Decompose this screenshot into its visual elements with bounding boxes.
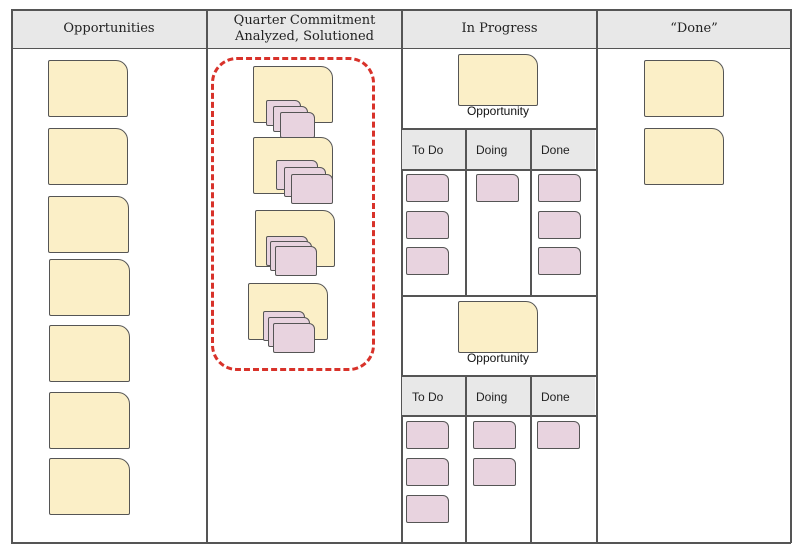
column-title: Opportunities xyxy=(63,21,155,36)
opportunity-card[interactable] xyxy=(49,259,130,316)
task-card[interactable] xyxy=(537,421,580,449)
column-header-opportunities: Opportunities xyxy=(11,10,207,49)
task-card[interactable] xyxy=(538,174,581,202)
swimlane-divider xyxy=(401,375,597,377)
swimlane-divider xyxy=(401,128,597,130)
sub-column-header-todo: To Do xyxy=(402,377,465,416)
column-divider xyxy=(206,9,208,543)
opportunity-card[interactable] xyxy=(48,196,129,253)
task-card[interactable] xyxy=(280,112,315,138)
column-title: In Progress xyxy=(461,21,538,36)
board-right-border xyxy=(790,9,792,543)
task-card[interactable] xyxy=(406,247,449,275)
task-card[interactable] xyxy=(406,211,449,239)
column-title: “Done” xyxy=(670,21,718,36)
task-card[interactable] xyxy=(406,495,449,523)
task-card[interactable] xyxy=(538,211,581,239)
sub-column-divider xyxy=(465,128,467,296)
sub-column-header-doing: Doing xyxy=(466,130,530,169)
opportunity-label: Opportunity xyxy=(466,351,530,365)
opportunity-card[interactable] xyxy=(49,458,130,515)
sub-column-header-done: Done xyxy=(531,377,595,416)
sub-column-divider xyxy=(530,375,532,543)
opportunity-card[interactable] xyxy=(458,301,538,353)
opportunity-card[interactable] xyxy=(49,325,130,382)
sub-header-divider xyxy=(401,169,597,171)
swimlane-divider xyxy=(401,295,597,297)
task-card[interactable] xyxy=(538,247,581,275)
board-left-border xyxy=(11,9,13,543)
task-card[interactable] xyxy=(406,174,449,202)
column-header-in-progress: In Progress xyxy=(402,10,597,49)
sub-column-header-doing: Doing xyxy=(466,377,530,416)
task-card[interactable] xyxy=(406,421,449,449)
opportunity-card[interactable] xyxy=(48,128,128,185)
opportunity-card[interactable] xyxy=(644,128,724,185)
sub-header-divider xyxy=(401,415,597,417)
opportunity-card[interactable] xyxy=(48,60,128,117)
opportunity-label: Opportunity xyxy=(466,104,530,118)
column-header-done: “Done” xyxy=(597,10,791,49)
opportunity-card[interactable] xyxy=(49,392,130,449)
column-divider xyxy=(596,9,598,543)
quarter-commitment-outline xyxy=(211,57,375,371)
task-card[interactable] xyxy=(473,421,516,449)
task-card[interactable] xyxy=(406,458,449,486)
sub-column-divider xyxy=(465,375,467,543)
task-card[interactable] xyxy=(275,246,317,276)
task-card[interactable] xyxy=(476,174,519,202)
sub-column-divider xyxy=(530,128,532,296)
opportunity-card[interactable] xyxy=(644,60,724,117)
opportunity-card[interactable] xyxy=(458,54,538,106)
sub-column-header-todo: To Do xyxy=(402,130,465,169)
sub-column-header-done: Done xyxy=(531,130,595,169)
task-card[interactable] xyxy=(273,323,315,353)
task-card[interactable] xyxy=(473,458,516,486)
column-divider xyxy=(401,9,403,543)
column-header-committed: Quarter Commitment Analyzed, Solutioned xyxy=(207,10,402,49)
task-card[interactable] xyxy=(291,174,333,204)
column-title: Quarter Commitment Analyzed, Solutioned xyxy=(233,13,376,44)
